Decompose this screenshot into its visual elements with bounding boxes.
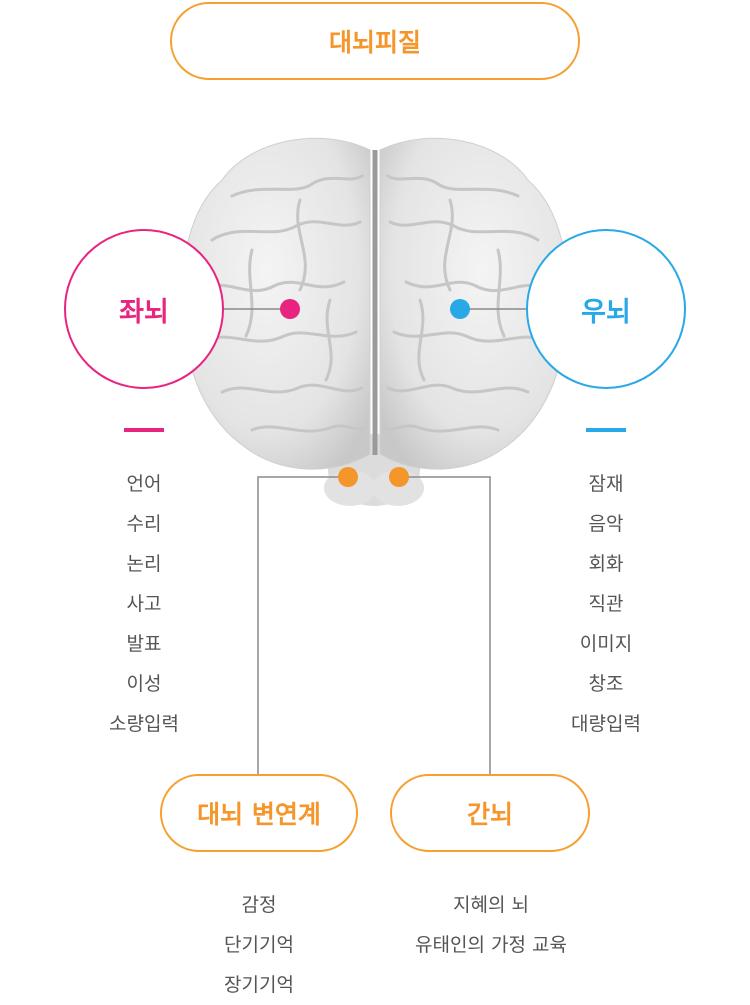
diencephalon-trait-item: 지혜의 뇌 [453, 894, 529, 916]
diencephalon-label-pill: 간뇌 [390, 774, 590, 852]
right-trait-item: 잠재 [588, 473, 624, 495]
left-brain-divider [124, 428, 164, 432]
limbic-trait-item: 장기기억 [224, 974, 294, 996]
diencephalon-dot [389, 467, 409, 487]
left-brain-dot [280, 299, 300, 319]
left-trait-item: 소량입력 [109, 713, 179, 735]
left-trait-item: 언어 [126, 473, 162, 495]
limbic-trait-item: 감정 [241, 894, 277, 916]
right-brain-traits: 잠재 음악 회화 직관 이미지 창조 대량입력 [546, 464, 666, 744]
right-trait-item: 대량입력 [571, 713, 641, 735]
left-trait-item: 발표 [126, 633, 162, 655]
right-trait-item: 직관 [588, 593, 624, 615]
limbic-label-pill: 대뇌 변연계 [160, 774, 358, 852]
right-trait-item: 음악 [588, 513, 624, 535]
cortex-label-pill: 대뇌피질 [170, 2, 580, 80]
right-brain-label: 우뇌 [581, 296, 631, 328]
left-trait-item: 논리 [126, 553, 162, 575]
diencephalon-traits: 지혜의 뇌 유태인의 가정 교육 [380, 885, 602, 965]
right-brain-dot [450, 299, 470, 319]
right-brain-divider [586, 428, 626, 432]
limbic-dot [338, 467, 358, 487]
left-brain-circle: 좌뇌 [64, 229, 224, 389]
right-trait-item: 회화 [588, 553, 624, 575]
left-brain-label: 좌뇌 [119, 296, 169, 328]
diencephalon-connector [399, 476, 491, 774]
right-trait-item: 이미지 [579, 633, 633, 655]
left-trait-item: 이성 [126, 673, 162, 695]
diencephalon-trait-item: 유태인의 가정 교육 [415, 934, 567, 956]
limbic-traits: 감정 단기기억 장기기억 [159, 885, 359, 1005]
right-trait-item: 창조 [588, 673, 624, 695]
left-trait-item: 수리 [126, 513, 162, 535]
diencephalon-label: 간뇌 [466, 800, 513, 829]
limbic-connector [257, 476, 348, 774]
limbic-trait-item: 단기기억 [224, 934, 294, 956]
left-brain-traits: 언어 수리 논리 사고 발표 이성 소량입력 [84, 464, 204, 744]
cortex-label: 대뇌피질 [328, 28, 421, 57]
right-brain-circle: 우뇌 [526, 229, 686, 389]
limbic-label: 대뇌 변연계 [197, 800, 321, 829]
left-trait-item: 사고 [126, 593, 162, 615]
